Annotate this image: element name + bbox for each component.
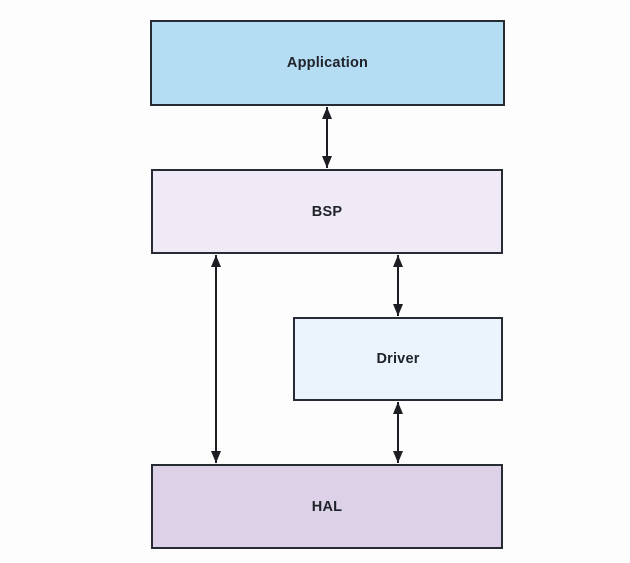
box-application-label: Application	[286, 55, 369, 71]
box-driver-label: Driver	[376, 351, 420, 367]
box-driver: Driver	[293, 317, 503, 401]
box-hal-label: HAL	[311, 498, 343, 515]
box-bsp: BSP	[151, 169, 503, 254]
box-bsp-label: BSP	[311, 203, 343, 220]
box-application: Application	[150, 20, 505, 106]
box-hal: HAL	[151, 464, 503, 549]
